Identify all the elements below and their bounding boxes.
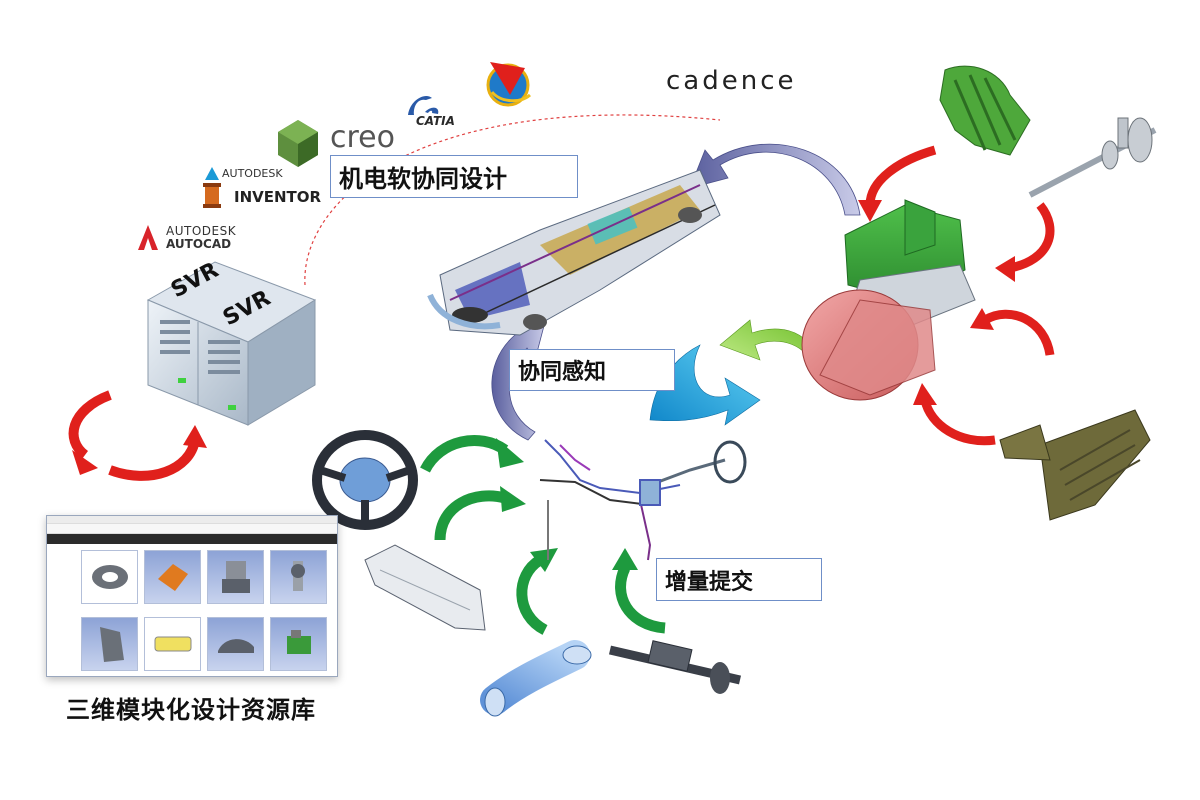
inventor-brand-text: AUTODESK <box>222 167 283 180</box>
screen-address-bar <box>47 524 337 534</box>
thumbnail <box>81 550 138 604</box>
blue-arrow <box>649 344 761 426</box>
lime-arrow <box>719 319 816 371</box>
bracket-model <box>364 544 486 631</box>
green-arrow <box>530 548 558 572</box>
autocad-brand-text: AUTODESK <box>166 224 237 238</box>
green-arrow <box>496 438 524 468</box>
wiring-harness-model <box>539 439 747 561</box>
thumbnail <box>81 617 138 671</box>
thumbnail <box>270 550 327 604</box>
resource-library-screenshot <box>46 515 338 677</box>
creo-logo-icon <box>278 120 318 167</box>
cadence-text: cadence <box>666 66 797 96</box>
intake-manifold-model <box>939 65 1031 156</box>
red-arrow <box>72 450 98 475</box>
inventor-product-text: INVENTOR <box>234 188 322 206</box>
green-arrow <box>516 555 548 635</box>
dashed-arc <box>304 114 721 286</box>
red-arrow <box>108 438 200 481</box>
incremental-submit-label: 增量提交 <box>656 558 822 601</box>
intake-pipe-model <box>480 640 592 717</box>
catia-text: CATIA <box>416 114 455 128</box>
autodesk-mark-icon <box>205 167 219 180</box>
resource-library-title: 三维模块化设计资源库 <box>66 696 316 724</box>
green-arrow <box>500 486 526 512</box>
creo-text: creo <box>330 120 395 155</box>
inventor-logo-icon <box>203 183 221 208</box>
thumbnail <box>144 550 201 604</box>
thumbnail <box>207 617 264 671</box>
screen-thumbnail-grid <box>47 544 337 671</box>
red-arrow <box>970 308 994 330</box>
red-arrow <box>982 309 1055 356</box>
red-arrow <box>995 256 1015 282</box>
screen-menubar <box>47 516 337 524</box>
drive-shaft-model <box>1028 117 1157 198</box>
thumbnail <box>207 550 264 604</box>
green-arrow <box>615 565 666 634</box>
globe-logo-icon <box>486 62 532 107</box>
green-arrow <box>434 490 507 541</box>
engine-gearbox-model <box>801 199 976 401</box>
green-arrow <box>420 434 509 473</box>
catia-logo-icon <box>408 95 439 115</box>
screen-nav-bar <box>47 534 337 544</box>
purple-arrow <box>689 143 861 216</box>
green-arrow <box>612 548 638 570</box>
collab-sense-label: 协同感知 <box>509 349 675 391</box>
red-arrow <box>183 425 207 448</box>
steering-wheel-model <box>312 430 418 530</box>
red-arrow <box>920 398 996 446</box>
mech-elec-soft-label: 机电软协同设计 <box>330 155 578 198</box>
red-arrow <box>858 200 882 222</box>
red-arrow <box>913 383 937 405</box>
vehicle-chassis-model <box>427 169 721 336</box>
steering-rack-model <box>608 640 742 694</box>
red-arrow <box>1008 202 1055 273</box>
red-arrow <box>68 390 112 459</box>
server-icon <box>146 261 317 426</box>
thumbnail <box>270 617 327 671</box>
air-filter-box-model <box>999 409 1151 521</box>
thumbnail <box>144 617 201 671</box>
autocad-product-text: AUTOCAD <box>166 237 232 251</box>
red-arrow <box>865 145 937 206</box>
autocad-logo-icon <box>138 225 158 250</box>
